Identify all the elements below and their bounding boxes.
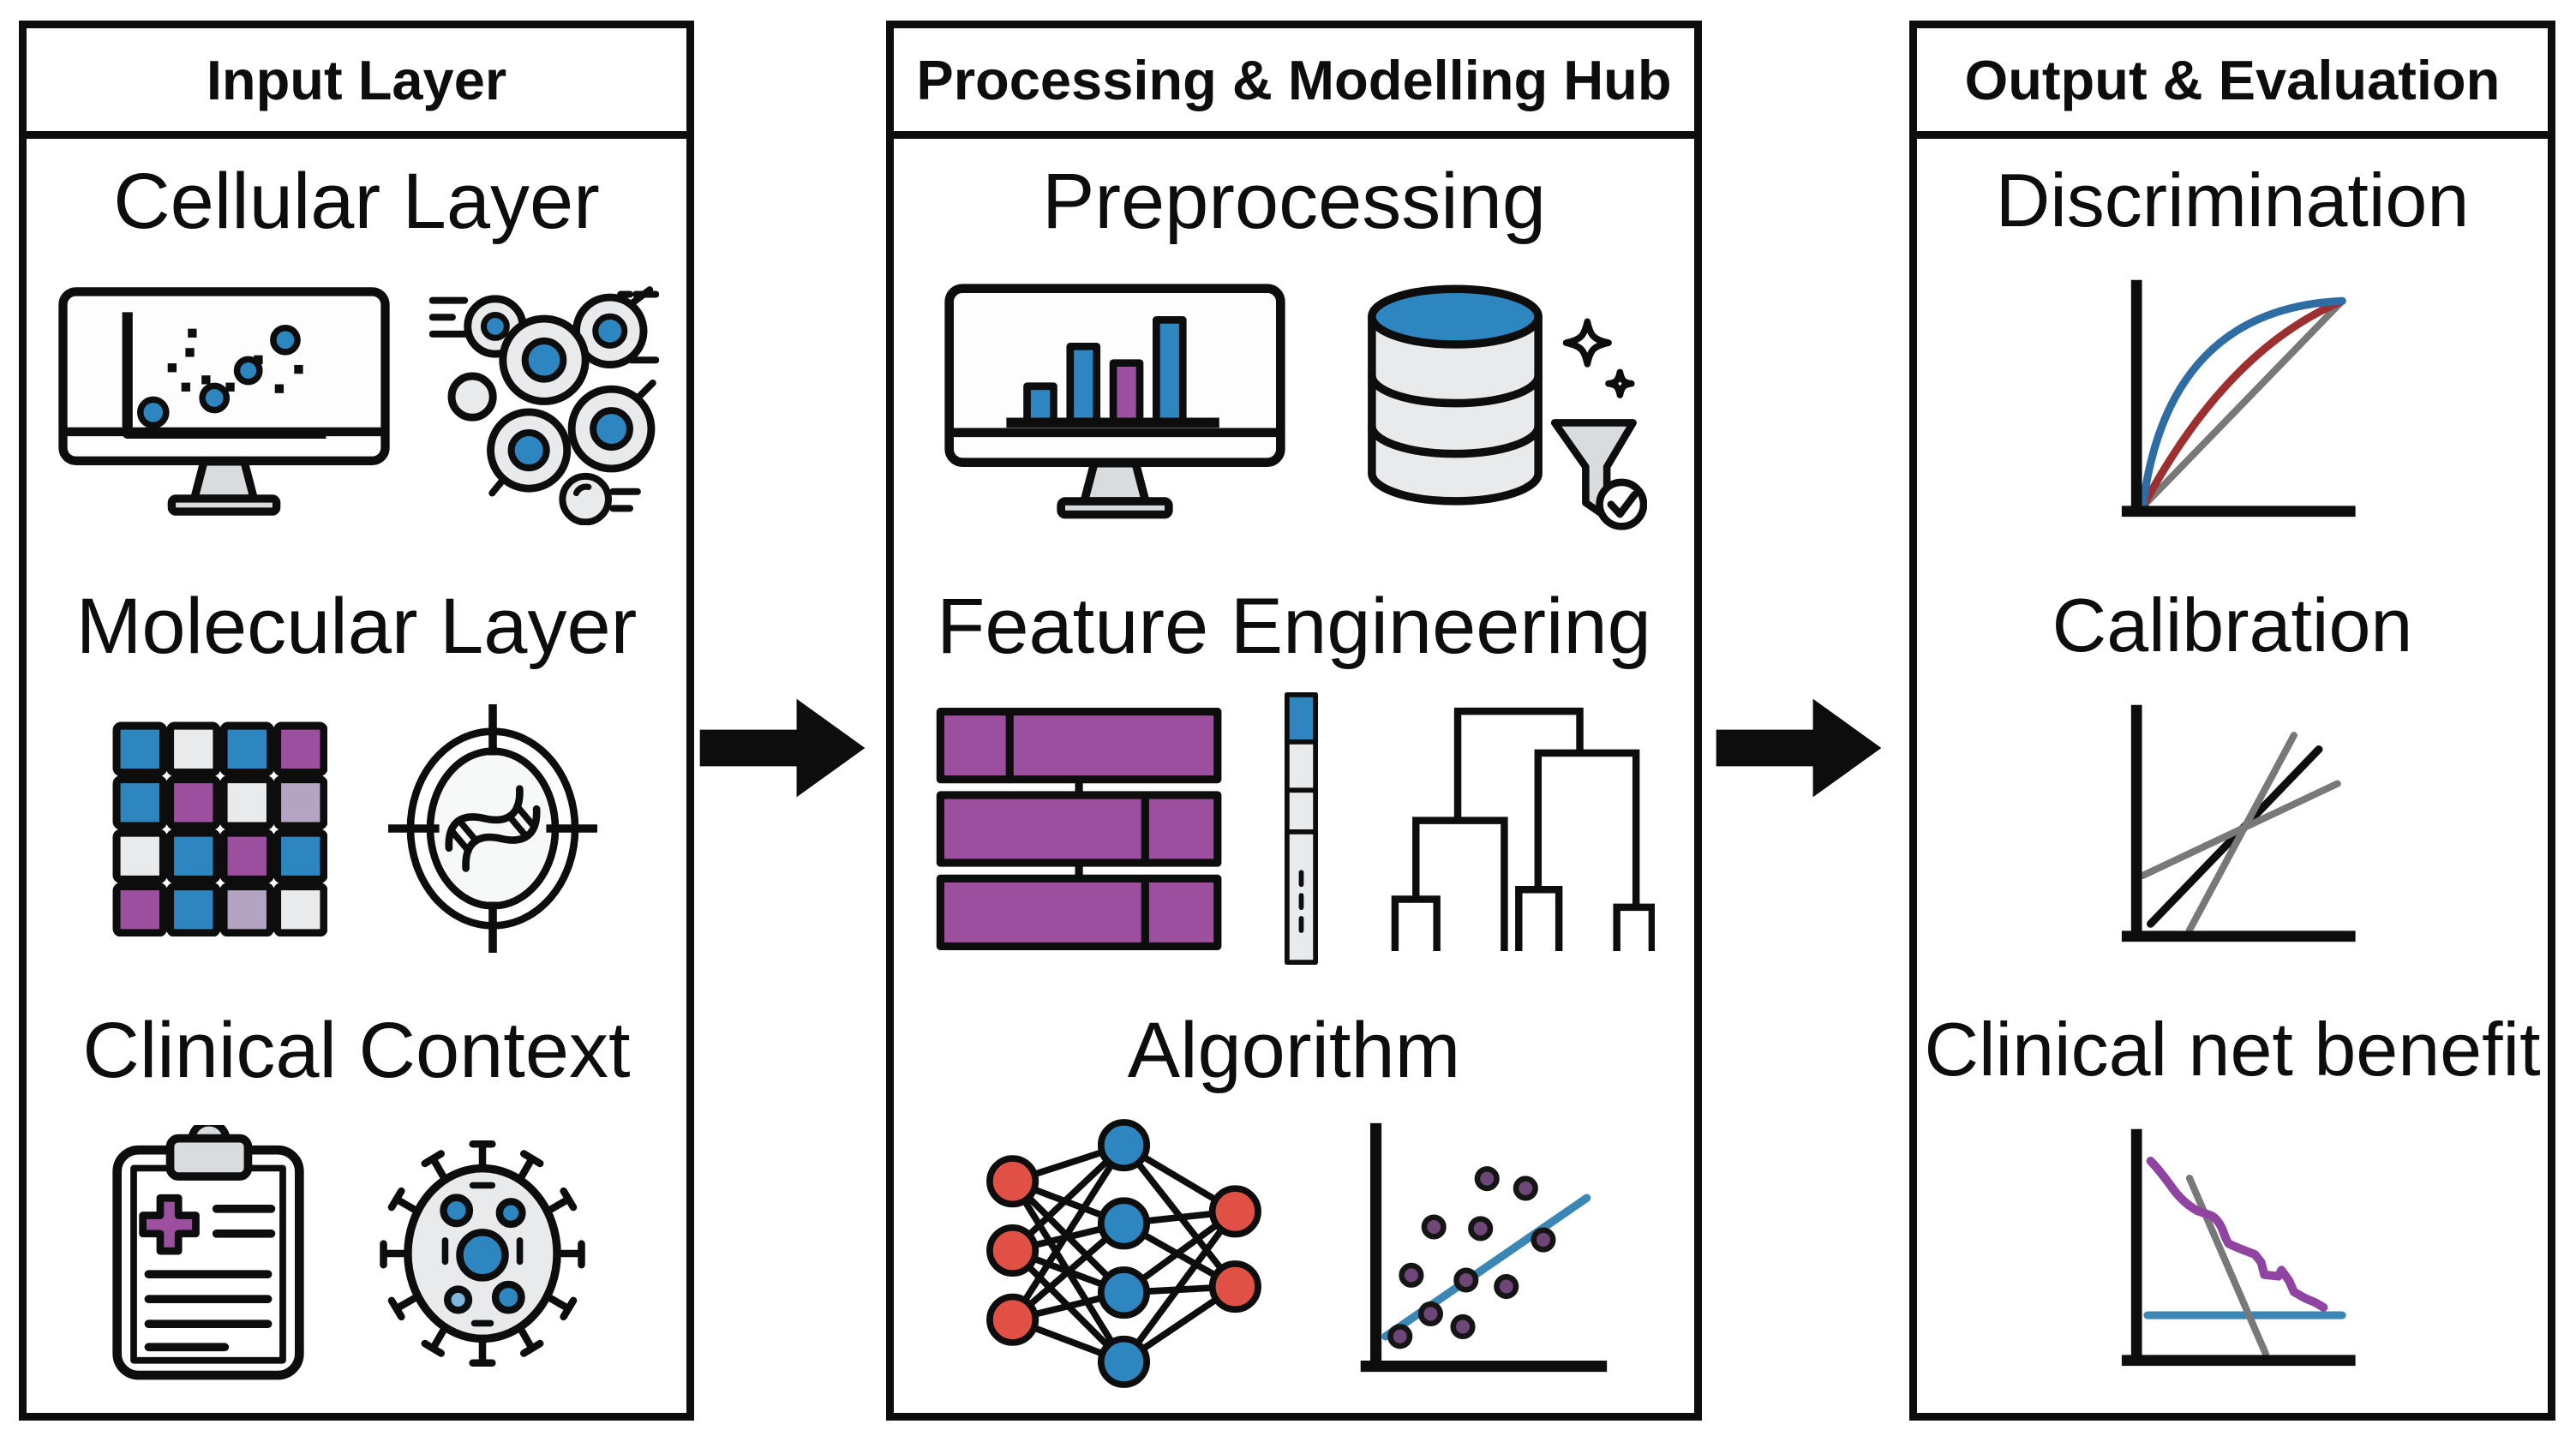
panel-title-processing-hub: Processing & Modelling Hub [894,28,1694,139]
virus-icon [380,1140,585,1367]
panel-processing-hub: Processing & Modelling Hub Preprocessing [886,21,1702,1421]
dendrogram-icon [1391,708,1655,952]
section-title: Molecular Layer [75,582,638,670]
panel-output-evaluation: Output & Evaluation Discrimination Calib… [1909,21,2555,1421]
icon-row-clinical [27,1094,686,1413]
section-molecular-layer: Molecular Layer [27,564,686,989]
icon-row-feature-engineering [894,669,1694,988]
heatmap-grid-icon [112,721,327,937]
panel-input-layer: Input Layer Cellular Layer [19,21,694,1421]
section-title: Algorithm [1127,1007,1461,1095]
icon-row-preprocessing [894,244,1694,563]
panel-title-input-layer: Input Layer [27,28,686,139]
calibration-plot-icon [2121,704,2356,942]
flow-arrow-right-2 [1716,698,1882,798]
section-title: Feature Engineering [937,582,1651,670]
section-preprocessing: Preprocessing [894,139,1694,564]
monitor-barchart-icon [944,283,1285,518]
icon-row-algorithm [894,1094,1694,1413]
stacked-blocks-icon [936,707,1221,950]
panel-body-input-layer: Cellular Layer [27,139,686,1413]
section-title: Preprocessing [1041,158,1547,245]
section-clinical-net-benefit: Clinical net benefit [1917,988,2548,1413]
clipboard-icon [112,1124,304,1380]
icon-row-cellular [27,244,686,563]
flow-arrow-right-1 [699,698,866,798]
section-title: Discrimination [1995,158,2470,242]
section-discrimination: Discrimination [1917,139,2548,564]
section-cellular-layer: Cellular Layer [27,139,686,564]
database-filter-icon [1368,284,1647,530]
scatter-regression-icon [1360,1122,1607,1372]
panel-body-processing-hub: Preprocessing [894,139,1694,1413]
icon-row-molecular [27,669,686,988]
section-title: Calibration [2052,582,2413,667]
neural-network-icon [985,1118,1261,1388]
section-feature-engineering: Feature Engineering [894,564,1694,989]
monitor-scatter-icon [57,286,390,516]
section-title: Clinical net benefit [1924,1007,2541,1092]
decision-curve-icon [2121,1128,2356,1367]
icon-row-clinical-net-benefit [1917,1090,2548,1413]
icon-row-discrimination [1917,241,2548,564]
section-algorithm: Algorithm [894,988,1694,1413]
section-title: Clinical Context [82,1007,631,1095]
icon-row-calibration [1917,666,2548,989]
section-clinical-context: Clinical Context [27,988,686,1413]
section-calibration: Calibration [1917,564,2548,989]
roc-curve-icon [2121,279,2356,517]
feature-column-icon [1284,692,1318,966]
dna-target-icon [388,704,597,954]
cells-icon [428,285,659,525]
panel-body-output-evaluation: Discrimination Calibration [1917,139,2548,1413]
section-title: Cellular Layer [113,158,600,245]
panel-title-output-evaluation: Output & Evaluation [1917,28,2548,139]
